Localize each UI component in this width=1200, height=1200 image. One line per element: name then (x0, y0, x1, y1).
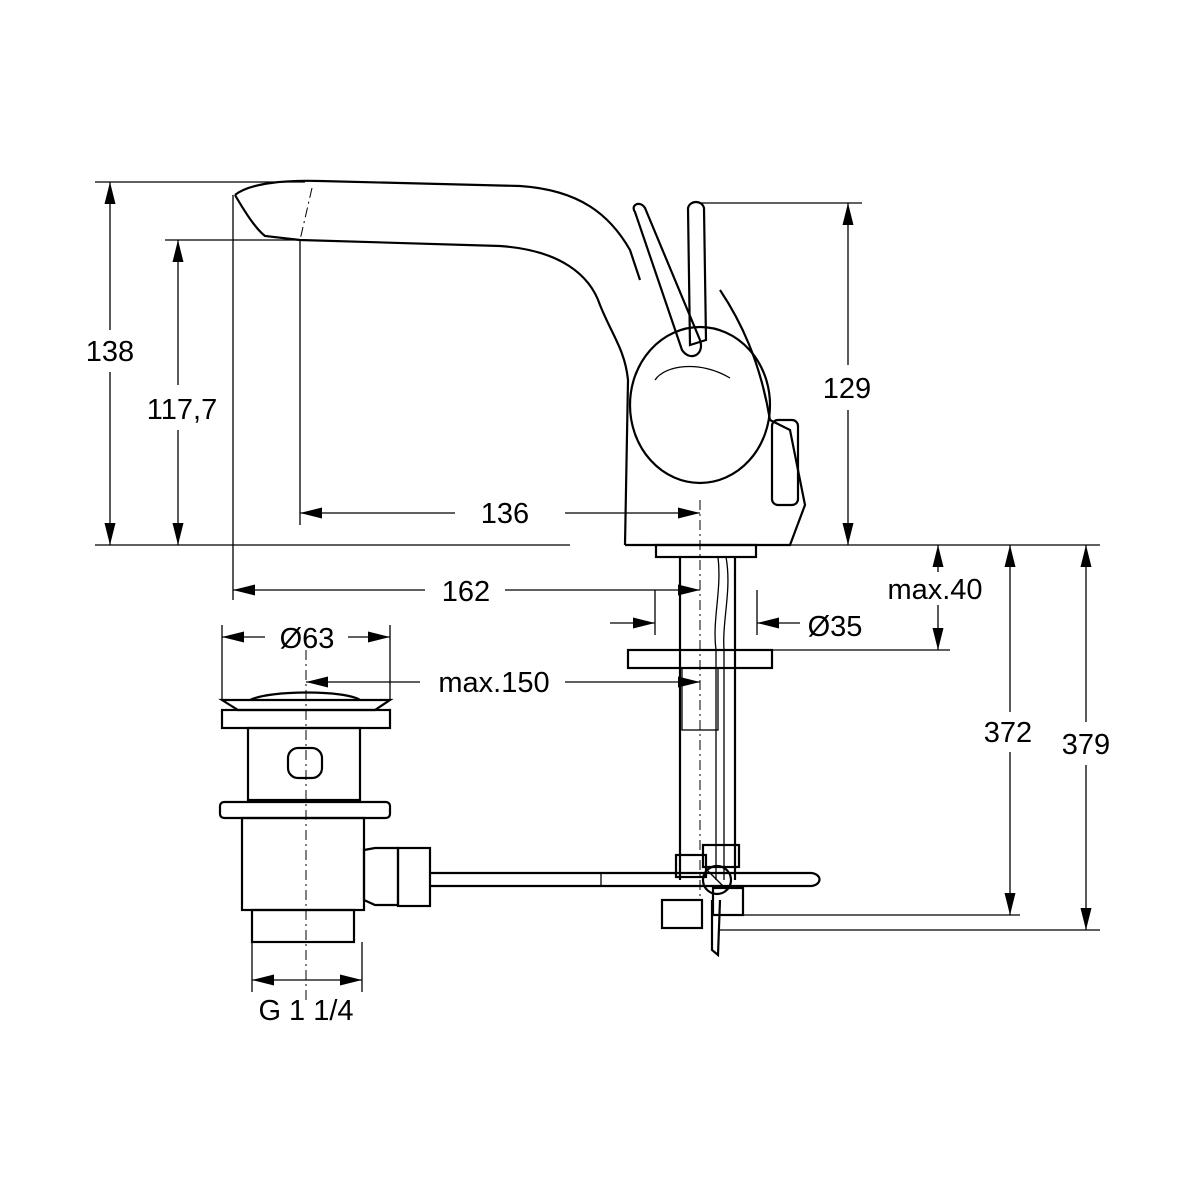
dim-spout-reach: 136 (481, 498, 529, 530)
pop-up-waste (218, 630, 432, 1000)
dim-connection-length-1: 372 (984, 717, 1032, 749)
dim-waste-diameter: Ø63 (280, 623, 335, 655)
dim-spout-outlet-height: 117,7 (147, 394, 217, 426)
dim-connection-length-2: 379 (1062, 729, 1110, 761)
dim-waste-thread: G 1 1/4 (258, 995, 353, 1027)
dim-overall-projection: 162 (442, 576, 490, 608)
faucet-body (234, 179, 807, 547)
dim-max-deck-thickness: max.40 (887, 574, 982, 606)
dim-max-waste-distance: max.150 (438, 667, 549, 699)
extension-lines (95, 181, 1100, 992)
dim-lever-height: 129 (823, 373, 871, 405)
dimension-labels: 138 117,7 136 129 162 max.40 Ø35 Ø63 max… (86, 336, 1110, 1027)
dimension-lines (104, 182, 1092, 986)
dim-hole-diameter: Ø35 (808, 611, 863, 643)
pop-up-rod (430, 871, 821, 888)
mixer-shaft (626, 500, 774, 958)
dim-overall-height: 138 (86, 336, 134, 368)
